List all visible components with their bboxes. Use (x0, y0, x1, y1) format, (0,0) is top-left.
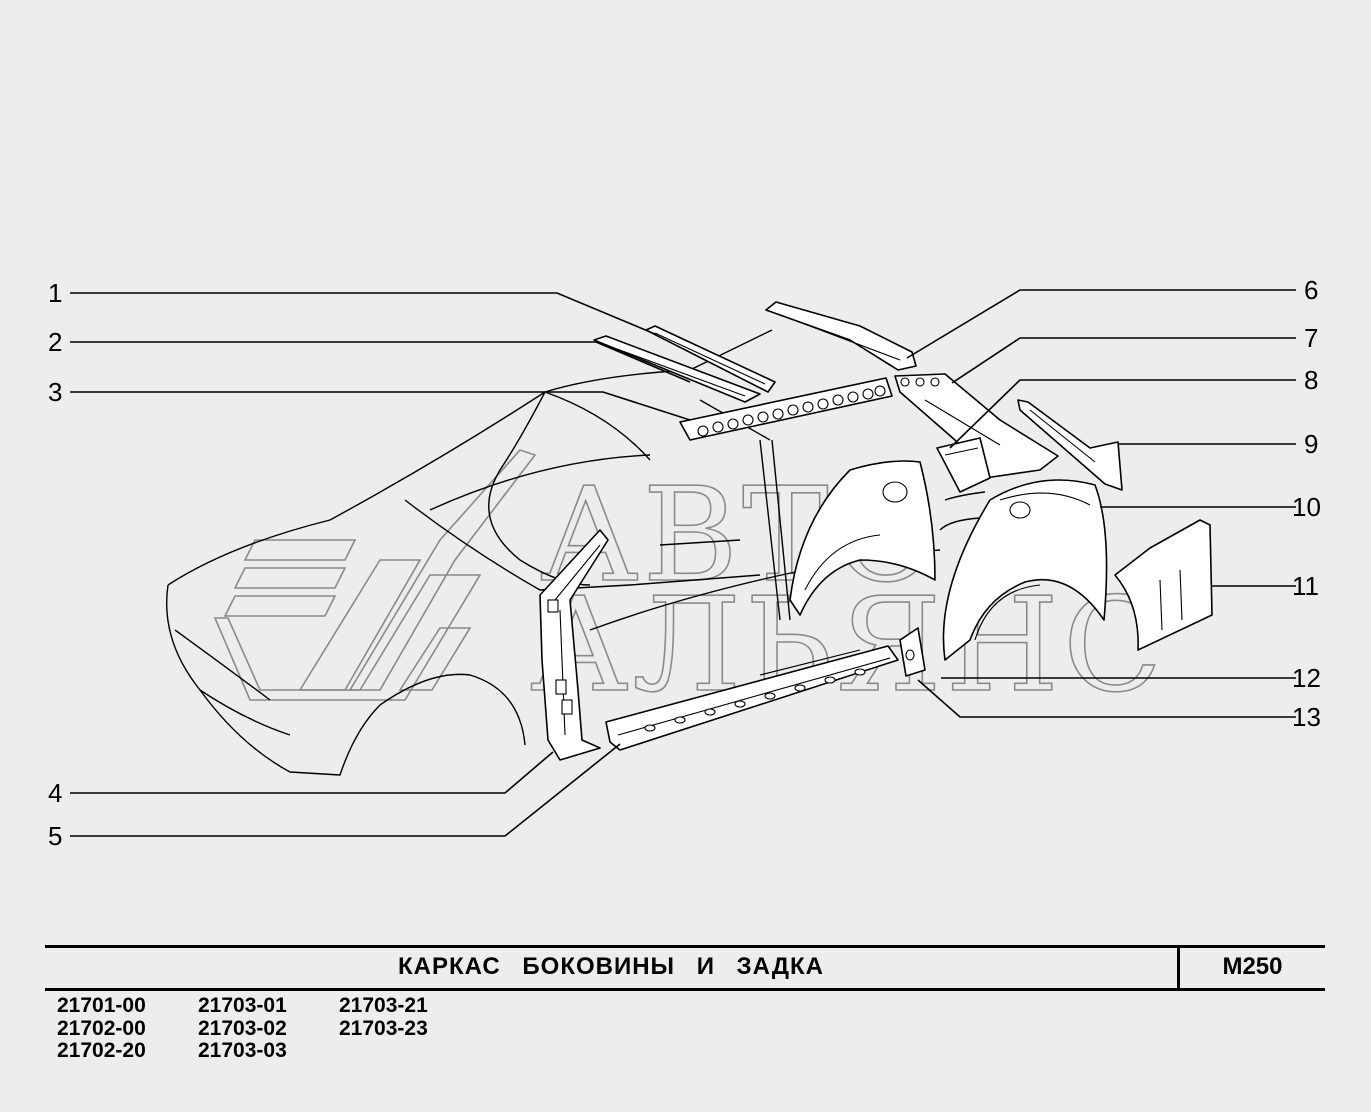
part-2-roof-rail-outer (593, 335, 761, 403)
part-1-roof-rail-inner (645, 325, 776, 393)
callout-2: 2 (48, 327, 62, 357)
part-3-roof-side-rail (679, 377, 893, 441)
title-top-rule (45, 945, 1325, 948)
model-code: 21703-23 (339, 1016, 428, 1040)
callout-3: 3 (48, 377, 62, 407)
callout-7: 7 (1304, 323, 1318, 353)
callout-numbers: 1 2 3 4 5 6 7 8 9 10 11 12 13 (48, 275, 1321, 851)
callout-9: 9 (1304, 429, 1318, 459)
part-8-gusset (936, 437, 991, 493)
page-code: М250 (1222, 953, 1283, 980)
model-code: 21703-02 (198, 1016, 287, 1040)
title-divider (1177, 946, 1180, 989)
callout-12: 12 (1292, 663, 1321, 693)
part-9-rear-quarter-rail (1017, 399, 1123, 491)
model-code: 21703-01 (198, 994, 287, 1017)
part-5-sill (605, 645, 899, 751)
watermark-logo (213, 449, 537, 701)
part-11-rear-panel (1114, 519, 1213, 651)
callout-6: 6 (1304, 275, 1318, 305)
model-code: 21702-00 (57, 1016, 146, 1040)
model-code (339, 1040, 480, 1063)
callout-1: 1 (48, 278, 62, 308)
title-bottom-rule (45, 988, 1325, 991)
callout-10: 10 (1292, 492, 1321, 522)
part-wheel-arch-inner (789, 460, 936, 616)
part-10-wheel-arch-outer (942, 479, 1108, 661)
callout-5: 5 (48, 821, 62, 851)
part-6-rear-roof-rail (765, 301, 917, 371)
model-codes: 21701-00 21703-01 21703-21 21702-00 2170… (57, 994, 480, 1063)
callout-11: 11 (1292, 571, 1319, 601)
page-title: КАРКАС БОКОВИНЫ И ЗАДКА (398, 953, 824, 980)
model-code: 21702-20 (57, 1039, 146, 1062)
part-12-bracket (899, 627, 926, 677)
callout-13: 13 (1292, 702, 1321, 732)
callout-4: 4 (48, 778, 62, 808)
leader-lines (70, 289, 1296, 837)
sill-holes (644, 668, 866, 732)
model-code: 21703-03 (198, 1039, 287, 1062)
model-code: 21703-21 (339, 994, 428, 1017)
rail-holes (697, 385, 886, 437)
callout-8: 8 (1304, 365, 1318, 395)
model-code: 21701-00 (57, 994, 146, 1017)
part-4-a-pillar (539, 529, 609, 761)
watermark-line2: АЛЬЯНС (530, 569, 1166, 721)
part-7-c-pillar-upper (894, 373, 1059, 479)
